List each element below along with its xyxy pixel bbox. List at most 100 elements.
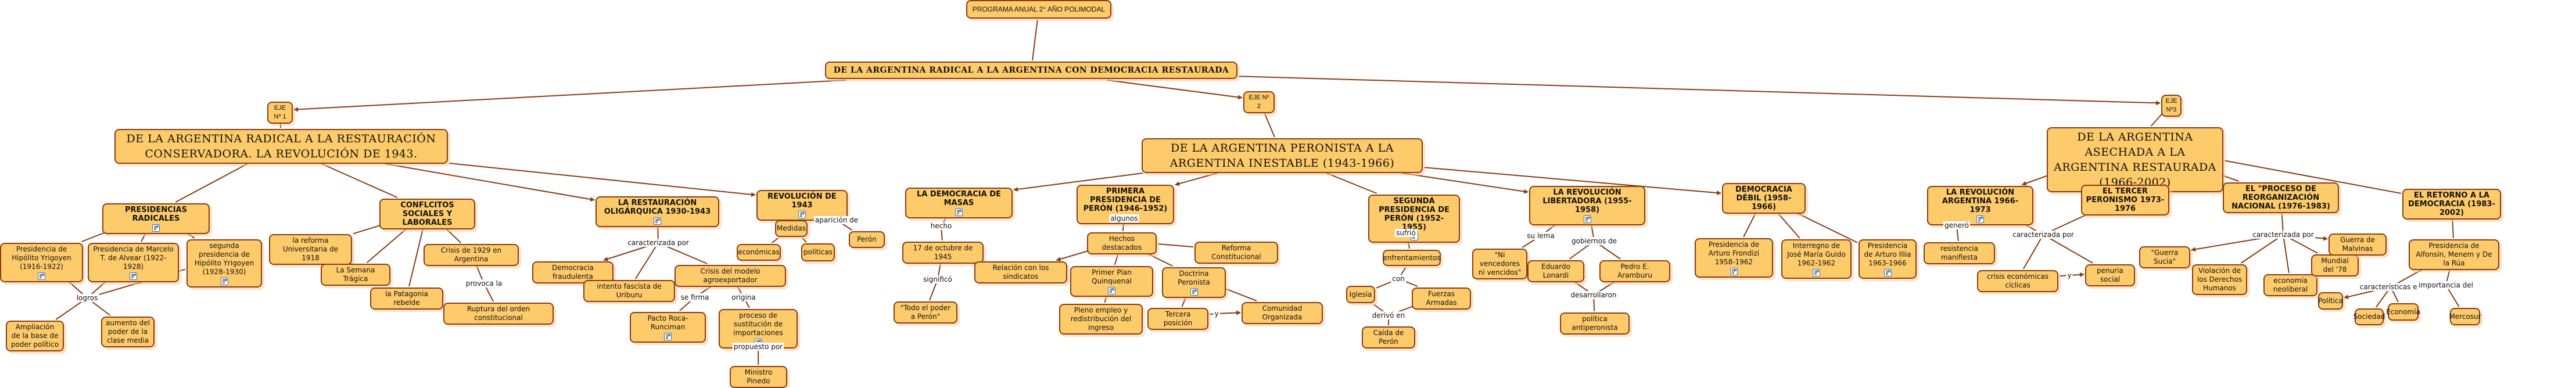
attached-resource-icon[interactable]	[130, 272, 137, 280]
concept-node-lonardi[interactable]: Eduardo Lonardi	[1527, 260, 1584, 282]
connection-line	[1326, 173, 1376, 193]
concept-node-presrad[interactable]: PRESIDENCIAS RADICALES	[102, 203, 210, 234]
concept-text: La Semana Trágica	[325, 266, 386, 283]
concept-node-hechos[interactable]: Hechos destacados	[1087, 232, 1157, 254]
concept-node-econ[interactable]: económicas	[737, 244, 781, 261]
concept-node-masas[interactable]: LA DEMOCRACIA DE MASAS	[905, 188, 1013, 218]
concept-node-quinq[interactable]: Primer Plan Quinquenal	[1070, 266, 1153, 297]
concept-text: "Guerra Sucia"	[2144, 249, 2186, 266]
concept-node-iglesia[interactable]: Iglesia	[1346, 286, 1375, 303]
attached-resource-icon[interactable]	[1884, 269, 1892, 276]
attached-resource-icon[interactable]	[1190, 288, 1198, 296]
concept-node-frondizi[interactable]: Presidencia de Arturo Frondizi 1958-1962	[1695, 238, 1773, 278]
concept-node-doctrina[interactable]: Doctrina Peronista	[1162, 267, 1226, 298]
concept-node-medidas[interactable]: Medidas	[775, 220, 808, 237]
concept-node-main[interactable]: DE LA ARGENTINA RADICAL A LA ARGENTINA C…	[825, 62, 1237, 79]
concept-text: Ministro Pinedo	[734, 368, 783, 386]
concept-node-reformac[interactable]: Reforma Constitucional	[1194, 242, 1278, 264]
attached-resource-icon[interactable]	[654, 217, 661, 225]
concept-node-uriburu[interactable]: intento fascista de Uriburu	[583, 280, 675, 302]
concept-node-semana[interactable]: La Semana Trágica	[321, 264, 390, 286]
concept-node-comunidad[interactable]: Comunidad Organizada	[1242, 302, 1323, 324]
attached-resource-icon[interactable]	[1584, 215, 1591, 223]
concept-node-aramburu[interactable]: Pedro E. Aramburu	[1599, 260, 1670, 282]
concept-node-libert[interactable]: LA REVOLUCIÓN LIBERTADORA (1955-1958)	[1529, 186, 1645, 225]
concept-node-eje2[interactable]: EJE Nº 2	[1243, 91, 1275, 113]
concept-node-guido[interactable]: Interregno de José María Guido 1962-1962	[1781, 239, 1852, 279]
concept-node-caida[interactable]: Caída de Perón	[1362, 326, 1415, 349]
attached-resource-icon[interactable]	[1108, 287, 1115, 294]
attached-resource-icon[interactable]	[1813, 269, 1820, 276]
attached-resource-icon[interactable]	[1976, 215, 1984, 223]
concept-node-eje1[interactable]: EJE Nº 1	[267, 102, 293, 124]
concept-node-ciclicas[interactable]: crisis económicas cíclicas	[1977, 270, 2058, 292]
concept-node-aumento[interactable]: aumento del poder de la clase media	[101, 317, 155, 347]
concept-node-sociedad[interactable]: Sociedad	[2355, 308, 2384, 325]
concept-node-ffaa[interactable]: Fuerzas Armadas	[1412, 288, 1471, 310]
concept-node-debil[interactable]: DEMOCRACIA DÉBIL (1958-1966)	[1722, 183, 1806, 214]
concept-text: Guerra de Malvinas	[2333, 236, 2382, 253]
concept-node-ninguno[interactable]: "Ni vencedores ni vencidos"	[1472, 249, 1527, 279]
concept-node-malvinas[interactable]: Guerra de Malvinas	[2329, 233, 2387, 256]
concept-node-penuria[interactable]: penuria social	[2085, 264, 2135, 286]
concept-node-pleno[interactable]: Pleno empleo y redistribución del ingres…	[1059, 304, 1143, 335]
concept-node-restaur[interactable]: LA RESTAURACIÓN OLIGÁRQUICA 1930-1943	[595, 196, 719, 227]
concept-text: Ampliación de la base de poder político	[10, 323, 59, 349]
concept-node-reforma[interactable]: la reforma Universitaria de 1918	[269, 234, 352, 265]
connection-line	[1056, 251, 1088, 260]
concept-node-todo[interactable]: "Todo el poder a Perón"	[894, 301, 957, 324]
attached-resource-icon[interactable]	[38, 272, 45, 280]
concept-node-alvear[interactable]: Presidencia de Marcelo T. de Alvear (192…	[88, 243, 179, 282]
concept-node-antiper[interactable]: política antiperonista	[1560, 312, 1630, 335]
link-label-l_genero: generó	[1943, 221, 1970, 229]
concept-node-crisis29[interactable]: Crisis de 1929 en Argentina	[424, 244, 519, 266]
attached-resource-icon[interactable]	[152, 224, 160, 232]
concept-node-sindic[interactable]: Relación con los sindicatos	[974, 261, 1067, 283]
concept-node-t2[interactable]: DE LA ARGENTINA PERONISTA A LA ARGENTINA…	[1142, 138, 1423, 173]
connection-line	[1239, 76, 2160, 103]
concept-node-peron[interactable]: Perón	[849, 231, 885, 248]
concept-node-alfonsin[interactable]: Presidencia de Alfonsín, Menem y De la R…	[2409, 239, 2499, 270]
concept-node-revarg[interactable]: LA REVOLUCIÓN ARGENTINA 1966-1973	[1927, 186, 2033, 225]
concept-node-ruptura[interactable]: Ruptura del orden constitucional	[443, 303, 554, 325]
concept-text: Mundial del '78	[2316, 257, 2354, 274]
concept-node-neolib[interactable]: economía neoliberal	[2263, 274, 2317, 296]
concept-node-crisismod[interactable]: Crisis del modelo agroexportador	[675, 265, 786, 287]
concept-node-tercerp[interactable]: EL TERCER PERONISMO 1973-1976	[2081, 185, 2169, 215]
concept-node-hip1[interactable]: Presidencia de Hipólito Yrigoyen (1916-1…	[0, 243, 83, 282]
attached-resource-icon[interactable]	[798, 211, 806, 218]
concept-node-retorno[interactable]: EL RETORNO A LA DEMOCRACIA (1983-2002)	[2402, 189, 2501, 220]
attached-resource-icon[interactable]	[1730, 268, 1738, 275]
concept-node-enfrent[interactable]: enfrentamientos	[1383, 250, 1441, 266]
concept-node-economia[interactable]: Economía	[2388, 303, 2419, 321]
concept-node-t1[interactable]: DE LA ARGENTINA RADICAL A LA RESTAURACIÓ…	[114, 129, 448, 164]
concept-node-programa[interactable]: PROGRAMA ANUAL 2° AÑO POLIMODAL	[966, 0, 1111, 19]
concept-node-mercosur[interactable]: Mercosur	[2450, 308, 2480, 325]
concept-node-illia[interactable]: Presidencia de Arturo Illia 1963-1966	[1859, 239, 1917, 279]
concept-node-mundial[interactable]: Mundial del '78	[2311, 254, 2359, 276]
concept-text: Interregno de José María Guido 1962-1962	[1786, 242, 1847, 268]
concept-node-tercera[interactable]: Tercera posición	[1147, 308, 1208, 330]
attached-resource-icon[interactable]	[955, 209, 963, 216]
concept-node-guerra[interactable]: "Guerra Sucia"	[2139, 246, 2190, 268]
concept-node-polit[interactable]: políticas	[801, 243, 835, 261]
concept-node-proceso[interactable]: EL "PROCESO DE REORGANIZACIÓN NACIONAL (…	[2223, 182, 2339, 213]
concept-text: economía neoliberal	[2268, 276, 2313, 294]
concept-node-roca[interactable]: Pacto Roca-Runciman	[630, 312, 706, 343]
concept-node-t3[interactable]: DE LA ARGENTINA ASECHADA A LA ARGENTINA …	[2047, 127, 2223, 192]
concept-node-confl[interactable]: CONFLCITOS SOCIALES Y LABORALES	[379, 199, 475, 229]
attached-resource-icon[interactable]	[221, 278, 228, 285]
concept-node-patagonia[interactable]: la Patagonia rebelde	[370, 288, 443, 310]
concept-node-pinedo[interactable]: Ministro Pinedo	[730, 366, 787, 388]
connection-line	[1175, 173, 1217, 185]
concept-node-dd_hh[interactable]: Violación de los Derechos Humanos	[2192, 264, 2247, 295]
concept-node-resist[interactable]: resistencia manifiesta	[1924, 242, 1995, 264]
attached-resource-icon[interactable]	[664, 333, 672, 340]
concept-node-politica[interactable]: Política	[2318, 292, 2343, 310]
concept-node-ampl[interactable]: Ampliación de la base de poder político	[6, 321, 64, 351]
concept-node-hip2[interactable]: segunda presidencia de Hipólito Yrigoyen…	[186, 239, 262, 288]
connection-line	[2283, 235, 2289, 273]
concept-node-eje3[interactable]: EJE Nº3	[2161, 95, 2182, 117]
concept-node-oct17[interactable]: 17 de octubre de 1945	[902, 242, 984, 264]
